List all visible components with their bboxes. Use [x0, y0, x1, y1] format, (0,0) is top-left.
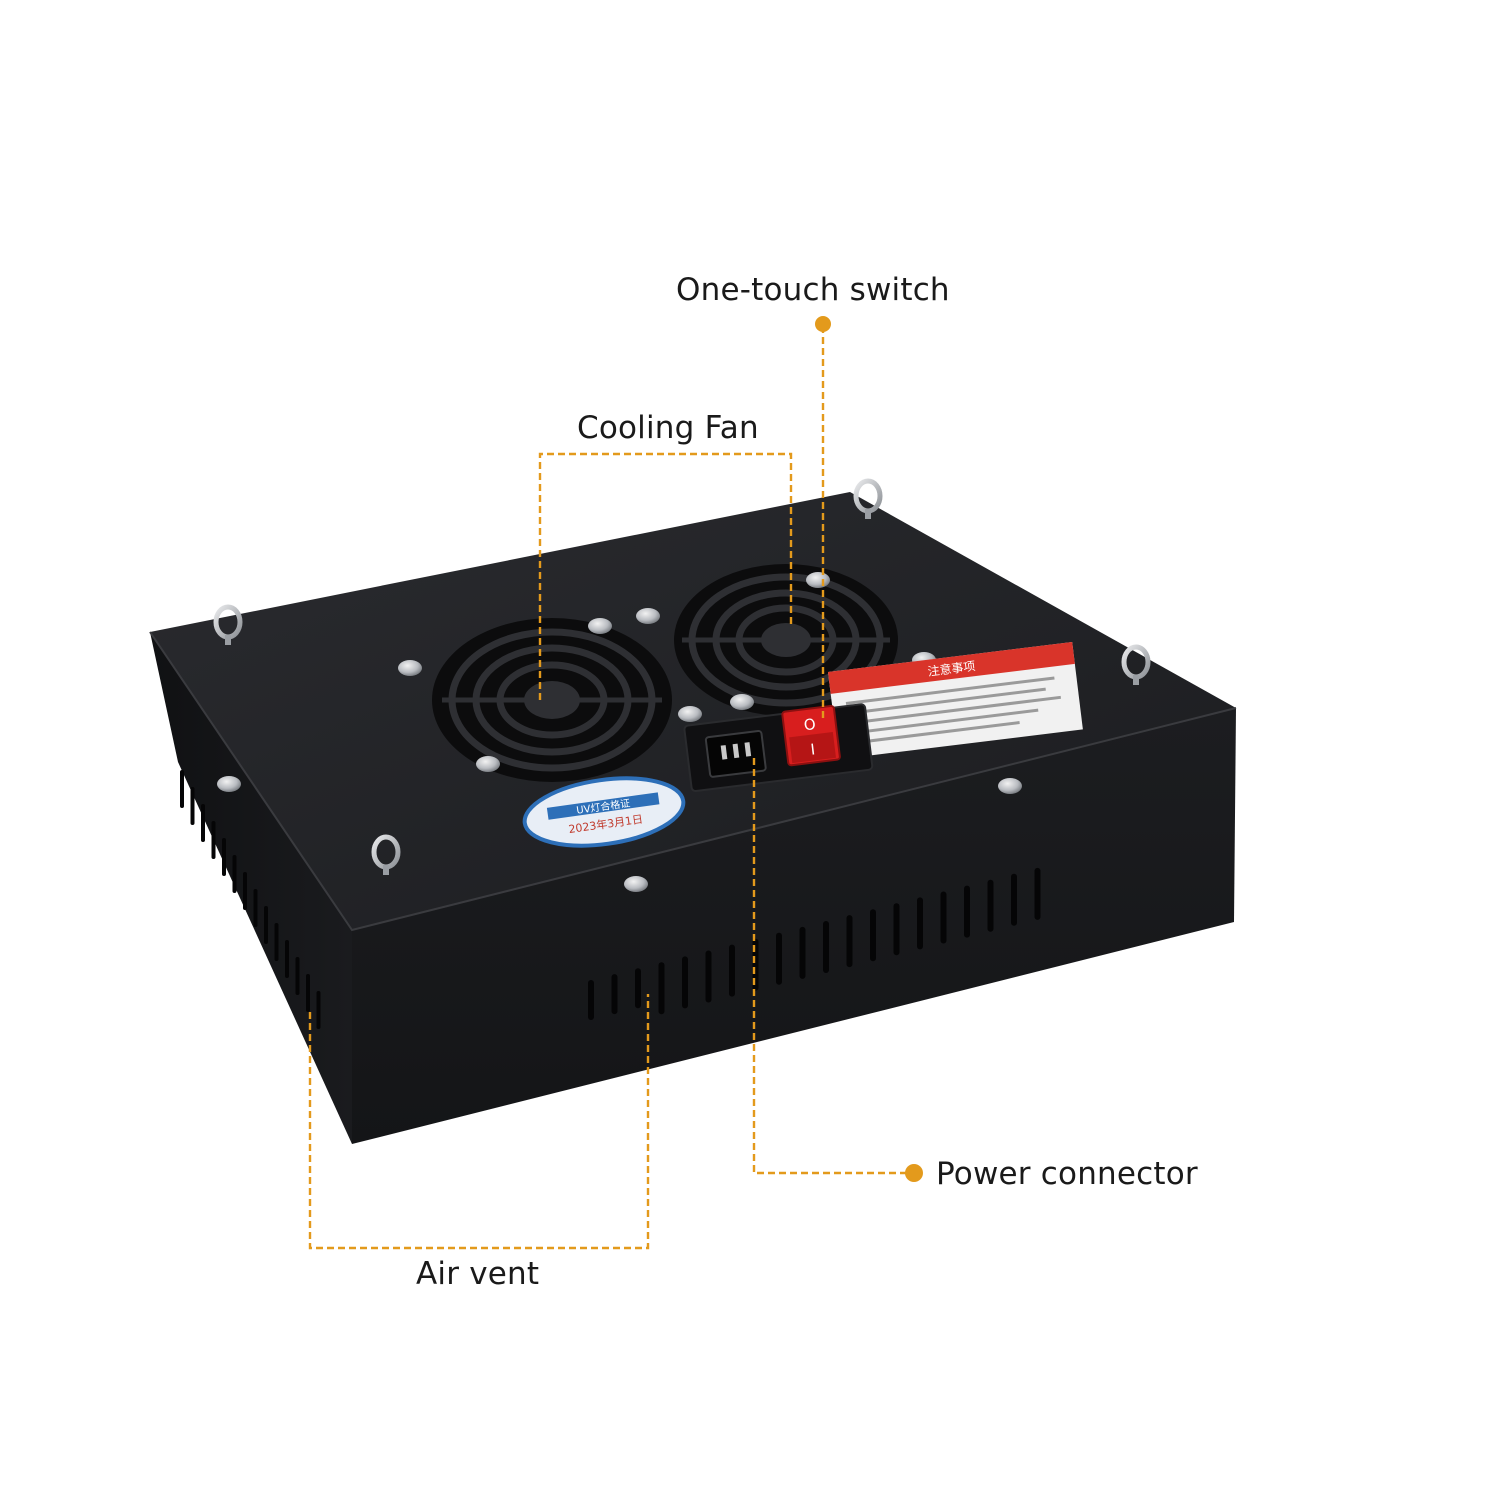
eye-bolt	[1121, 644, 1151, 685]
vent-slot	[776, 932, 782, 985]
screw	[730, 694, 754, 710]
vent-slot	[705, 950, 712, 1003]
box-left-side	[150, 632, 352, 1144]
vent-slot	[243, 872, 247, 910]
vent-slot	[222, 838, 226, 876]
vent-slot	[285, 940, 289, 978]
vent-slot	[987, 879, 994, 932]
vent-slot	[870, 909, 876, 962]
screw	[588, 618, 612, 634]
warning-label-title: 注意事项	[927, 658, 976, 679]
vent-slot	[1011, 873, 1017, 926]
vent-slot	[201, 804, 205, 842]
screw	[624, 876, 648, 892]
vent-slot	[729, 944, 735, 997]
vent-slot	[274, 923, 279, 961]
screw	[398, 660, 422, 676]
vent-slot	[799, 926, 806, 979]
callout-one-touch-switch: One-touch switch	[676, 272, 950, 308]
warning-label: 注意事项	[828, 642, 1083, 760]
screw	[806, 572, 830, 588]
eye-bolt-shank	[1133, 675, 1139, 685]
eye-bolt	[853, 478, 883, 519]
callout-power-connector: Power connector	[936, 1156, 1198, 1192]
vent-slot	[316, 991, 321, 1029]
vent-slot	[893, 903, 900, 956]
vent-slot	[190, 787, 195, 825]
callout-cooling-fan: Cooling Fan	[577, 410, 759, 446]
vent-slot	[232, 855, 237, 893]
vent-slot	[846, 915, 853, 968]
screw	[636, 608, 660, 624]
vent-slot	[253, 889, 258, 927]
vent-slot	[611, 974, 618, 1015]
vent-slot	[1034, 867, 1041, 920]
eye-bolt	[371, 834, 401, 875]
vent-slot	[588, 980, 594, 1020]
switch-mark-off: O	[803, 715, 817, 734]
screw	[998, 778, 1022, 794]
rocker-switch[interactable]: O I	[781, 705, 841, 767]
vent-slot	[752, 938, 759, 991]
vent-slot	[295, 957, 300, 995]
cooling-fan-left	[432, 618, 672, 782]
screw	[217, 776, 241, 792]
vent-slot	[658, 962, 665, 1015]
eye-bolt-shank	[865, 509, 871, 519]
eye-bolt	[213, 604, 243, 645]
vent-slot	[180, 770, 184, 808]
eye-bolt-shank	[383, 865, 389, 875]
callout-air-vent: Air vent	[416, 1256, 540, 1292]
side-vents	[180, 770, 321, 1029]
vent-slot	[940, 891, 947, 944]
vent-slot	[823, 921, 829, 973]
vent-slot	[306, 974, 310, 1012]
eye-bolt-shank	[225, 635, 231, 645]
screw	[476, 756, 500, 772]
vent-slot	[682, 956, 688, 1009]
vent-slot	[917, 897, 923, 950]
box-top-edge-highlight	[149, 631, 1237, 932]
vent-slot	[264, 906, 268, 944]
eye-bolts	[213, 478, 1151, 875]
vent-slot	[964, 885, 970, 938]
switch-mark-on: I	[810, 740, 817, 758]
certificate-sticker: UV灯合格证 2023年3月1日	[522, 776, 686, 848]
screw	[678, 706, 702, 722]
vent-slot	[635, 968, 641, 1009]
vent-slot	[211, 821, 216, 859]
